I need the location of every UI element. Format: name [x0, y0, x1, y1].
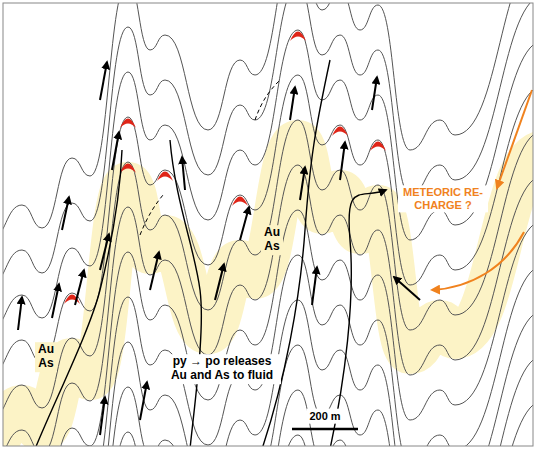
scale-label: 200 m [306, 409, 343, 424]
faults [35, 60, 386, 446]
element-label: Au As [261, 225, 283, 255]
recharge-note: METEORIC RE-CHARGE ? [398, 185, 488, 212]
fold-lines [3, 3, 533, 446]
fluid-flow-arrows [18, 62, 420, 435]
ore-shoots [64, 32, 386, 305]
element-label: Au As [35, 342, 57, 372]
reaction-note: py → po releases Au and As to fluid [163, 354, 281, 384]
scale-bar [292, 428, 358, 431]
frame [3, 3, 533, 446]
